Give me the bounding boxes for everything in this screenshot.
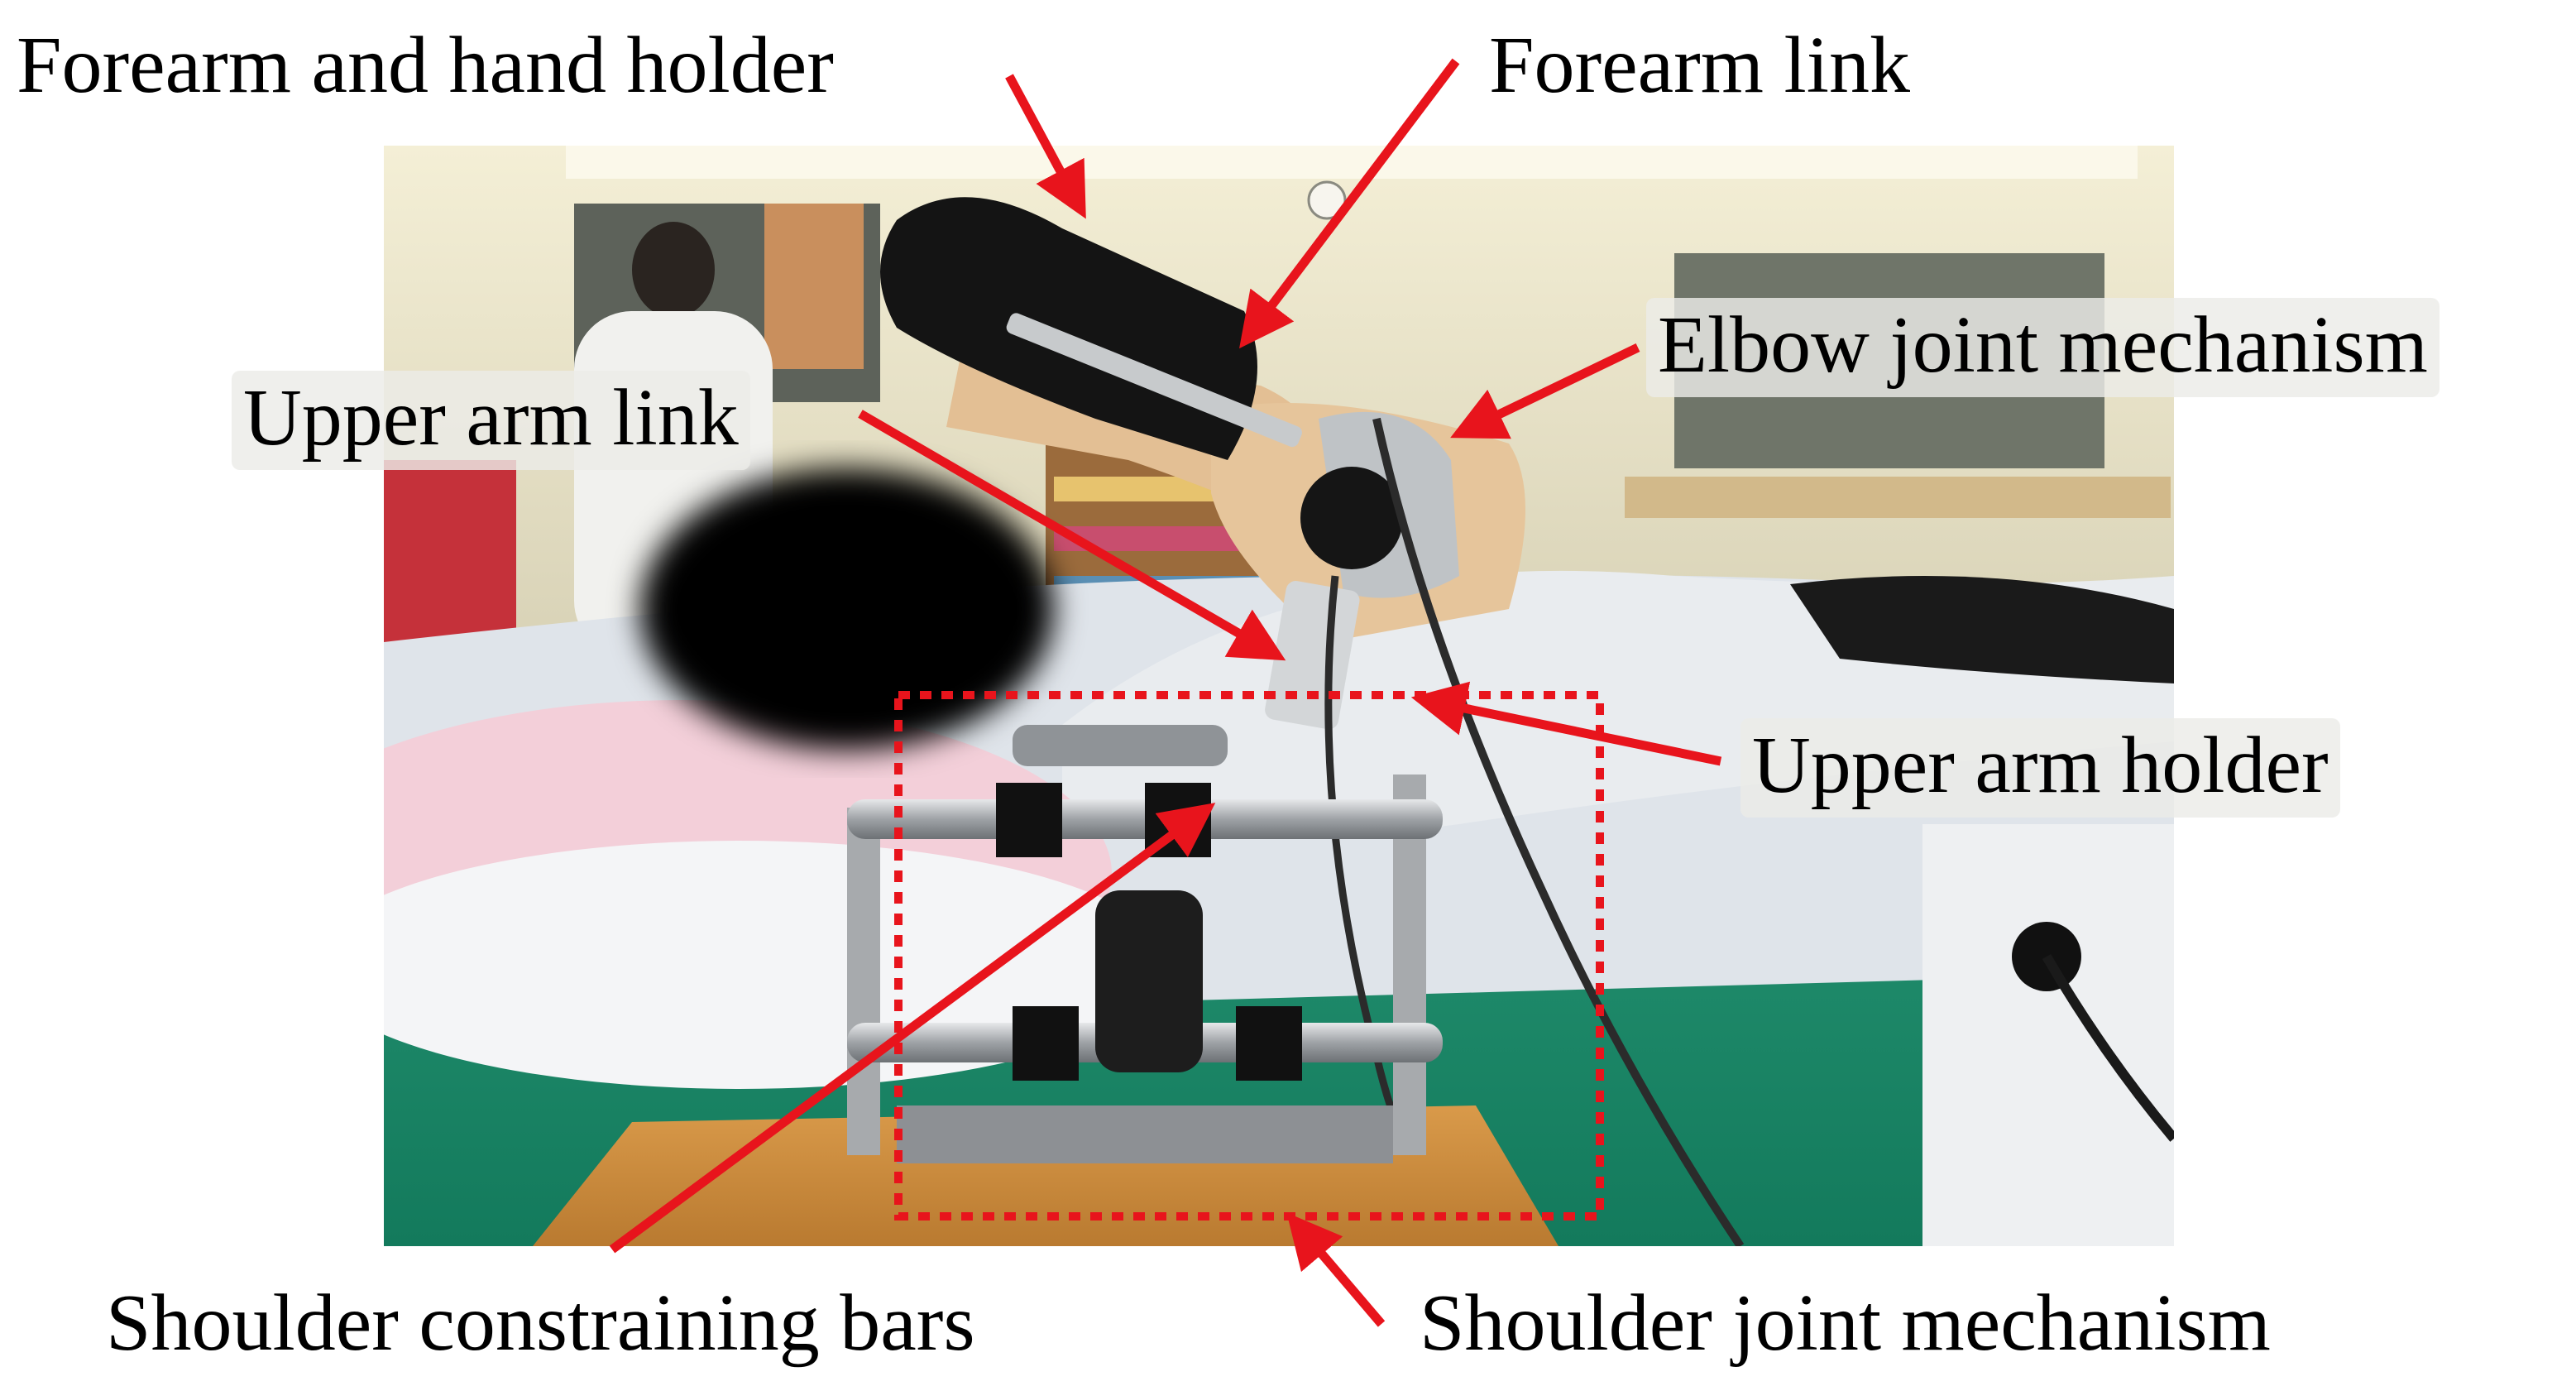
label-shoulder-constraining-bars: Shoulder constraining bars [106,1278,975,1368]
equipment-cable [2042,953,2174,1142]
clamp [996,783,1062,857]
label-elbow-joint-mechanism: Elbow joint mechanism [1646,298,2440,397]
background-table [1625,477,2171,518]
clamp [1013,1006,1079,1081]
patient-dark-clothing [1790,576,2174,683]
shoulder-motor [1095,890,1203,1072]
base-plate [897,1105,1393,1163]
label-shoulder-joint-mechanism: Shoulder joint mechanism [1420,1278,2271,1368]
label-forearm-link: Forearm link [1489,21,1910,110]
label-forearm-and-hand-holder: Forearm and hand holder [17,21,834,110]
clamp [1236,1006,1302,1081]
equipment-box [1922,824,2174,1246]
frame-left [847,808,880,1155]
wall-clock [1307,180,1347,220]
clamp [1145,783,1211,857]
label-upper-arm-holder: Upper arm holder [1740,718,2340,818]
upper-arm-holder-cuff [1013,725,1228,766]
ceiling-light [566,146,2138,179]
blurred-face [640,468,1054,750]
label-upper-arm-link: Upper arm link [232,371,750,470]
background-person-head [632,222,715,318]
noticeboard [764,204,864,369]
elbow-motor [1300,467,1403,569]
